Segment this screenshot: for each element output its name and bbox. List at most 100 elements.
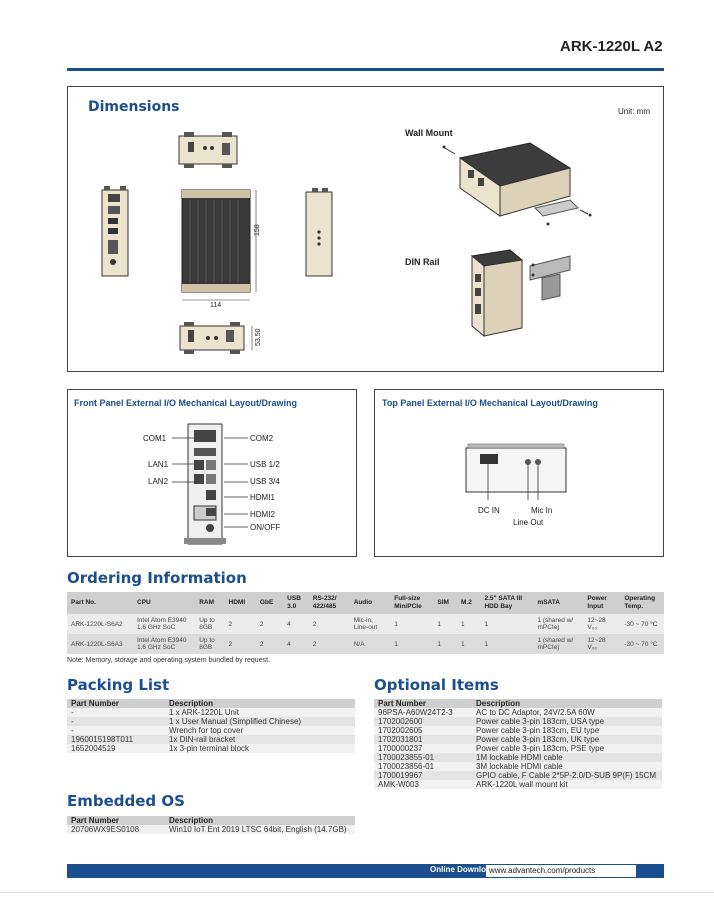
- embedded-header-row: Part Number Description: [67, 816, 355, 825]
- col-ram: RAM: [195, 592, 225, 614]
- optional-header-row: Part Number Description: [374, 699, 662, 708]
- cell: Wrench for top cover: [165, 726, 355, 735]
- cell: 1: [480, 634, 534, 654]
- ordering-note: Note: Memory, storage and operating syst…: [67, 657, 270, 664]
- dimensions-panel: [67, 86, 664, 372]
- cell: -30 ~ 70 °C: [620, 614, 664, 634]
- table-row: -Wrench for top cover: [67, 726, 355, 735]
- rear-side-drawing: [305, 188, 333, 277]
- cell: 4: [283, 614, 309, 634]
- embedded-os-heading: Embedded OS: [67, 792, 185, 810]
- cell: Mic-in, Line-out: [349, 614, 391, 634]
- cell: AC to DC Adaptor, 24V/2.5A 60W: [472, 708, 662, 717]
- col-part-no: Part No.: [67, 592, 133, 614]
- packing-table: Part Number Description -1 x ARK-1220L U…: [67, 699, 355, 753]
- mic-in-label: Mic In: [531, 506, 553, 515]
- cell: 2: [308, 634, 350, 654]
- din-rail-label: DIN Rail: [405, 257, 440, 267]
- cell: 2: [224, 614, 256, 634]
- cell: -: [67, 726, 165, 735]
- col-minipcie: Full-size MiniPCIe: [390, 592, 434, 614]
- unit-label: Unit: mm: [618, 107, 650, 116]
- ordering-heading: Ordering Information: [67, 569, 247, 587]
- cell: 1: [480, 614, 534, 634]
- cell: 1: [433, 634, 457, 654]
- cell: 20706WX9ES0108: [67, 825, 165, 834]
- cell: 1702002600: [374, 717, 472, 726]
- table-row: -1 x User Manual (Simplified Chinese): [67, 717, 355, 726]
- col-part-number: Part Number: [67, 699, 165, 708]
- dim-depth-5350: 53.50: [255, 328, 262, 346]
- cell: Power cable 3-pin 183cm, USA type: [472, 717, 662, 726]
- cell: Power cable 3-pin 183cm, EU type: [472, 726, 662, 735]
- cell: -: [67, 708, 165, 717]
- cell: 2: [255, 634, 284, 654]
- top-panel-drawing: [465, 443, 567, 500]
- dimension-drawings: [101, 132, 333, 354]
- col-audio: Audio: [349, 592, 391, 614]
- cell: 4: [283, 634, 309, 654]
- col-usb: USB 3.0: [283, 592, 309, 614]
- onoff-label: ON/OFF: [250, 523, 281, 532]
- optional-table: Part Number Description 96PSA-A60W24T2-3…: [374, 699, 662, 789]
- top-panel-box: [374, 389, 664, 557]
- front-panel-box: [67, 389, 357, 557]
- cell: Intel Atom E3940 1.6 GHz SoC: [133, 614, 196, 634]
- cell: 12~28 V₀₀: [583, 614, 621, 634]
- usb12-label: USB 1/2: [250, 460, 280, 469]
- cell: 1702002605: [374, 726, 472, 735]
- col-description: Description: [165, 816, 355, 825]
- cell: 1 x ARK-1220L Unit: [165, 708, 355, 717]
- com1-label: COM1: [143, 434, 167, 443]
- cell: 2: [224, 634, 256, 654]
- cell: ARK-1220L-S6A3: [67, 634, 133, 654]
- cell: 1: [456, 614, 481, 634]
- com2-label: COM2: [250, 434, 274, 443]
- front-panel-drawing: [184, 423, 226, 545]
- cell: ARK-1220L wall mount kit: [472, 780, 662, 789]
- cell: Up to 8GB: [195, 614, 225, 634]
- cell: 2: [255, 614, 284, 634]
- front-side-drawing: [101, 186, 129, 277]
- cell: Win10 IoT Ent 2019 LTSC 64bit, English (…: [165, 825, 355, 834]
- download-url-link[interactable]: www.advantech.com/products: [486, 865, 636, 877]
- col-description: Description: [165, 699, 355, 708]
- cell: 1: [390, 634, 434, 654]
- cell: 1 x User Manual (Simplified Chinese): [165, 717, 355, 726]
- cell: AMK-W003: [374, 780, 472, 789]
- ordering-row: ARK-1220L-S6A2 Intel Atom E3940 1.6 GHz …: [67, 614, 664, 634]
- ordering-table: Part No. CPU RAM HDMI GbE USB 3.0 RS-232…: [67, 592, 664, 654]
- col-hdmi: HDMI: [224, 592, 256, 614]
- header-rule: [67, 68, 664, 71]
- cell: 1700023856-01: [374, 762, 472, 771]
- col-cpu: CPU: [133, 592, 196, 614]
- cell: 1: [456, 634, 481, 654]
- cell: -: [67, 717, 165, 726]
- lan2-label: LAN2: [148, 477, 169, 486]
- packing-header-row: Part Number Description: [67, 699, 355, 708]
- optional-heading: Optional Items: [374, 676, 499, 694]
- col-part-number: Part Number: [67, 816, 165, 825]
- cell: ARK-1220L-S6A2: [67, 614, 133, 634]
- cell: 1700023855-01: [374, 753, 472, 762]
- col-sim: SIM: [433, 592, 457, 614]
- cell: 1: [433, 614, 457, 634]
- main-heatsink-drawing: [181, 189, 257, 301]
- col-gbe: GbE: [255, 592, 284, 614]
- top-panel-heading: Top Panel External I/O Mechanical Layout…: [382, 398, 598, 408]
- dim-width-114: 114: [210, 302, 222, 309]
- dc-in-label: DC IN: [478, 506, 500, 515]
- cell: 3M lockable HDMI cable: [472, 762, 662, 771]
- hdmi1-label: HDMI1: [250, 493, 275, 502]
- mount-drawings: [442, 142, 592, 338]
- cell: 1 (shared w/ mPCIe): [533, 634, 584, 654]
